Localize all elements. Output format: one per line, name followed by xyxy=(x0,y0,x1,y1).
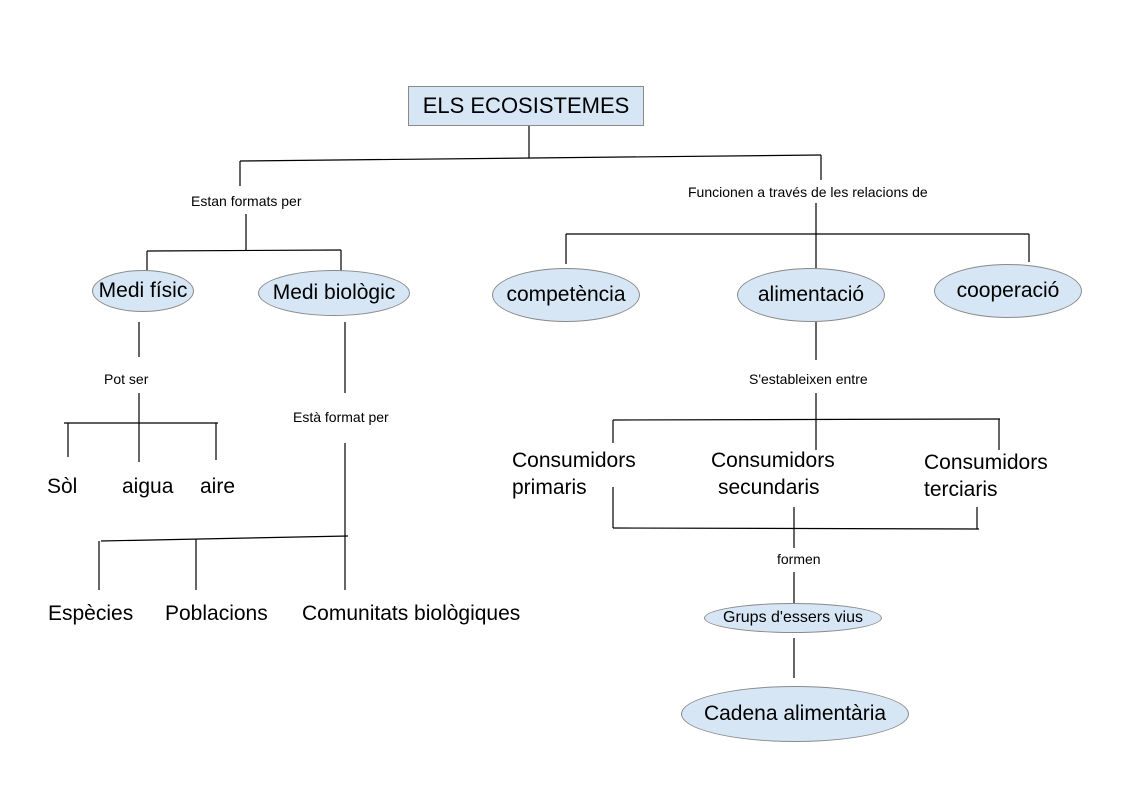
medi-biologic-node: Medi biològic xyxy=(258,270,410,316)
cooperacio-node: cooperació xyxy=(934,264,1082,318)
cadena-alimentaria-node: Cadena alimentària xyxy=(681,686,909,742)
consumidors-secundaris: Consumidors secundaris xyxy=(711,447,835,501)
consumer-line-2: terciaris xyxy=(924,478,998,501)
competencia-node: competència xyxy=(492,268,640,322)
connector-line xyxy=(612,527,980,530)
consumidors-primaris: Consumidors primaris xyxy=(512,447,636,501)
root-node: ELS ECOSISTEMES xyxy=(408,86,644,126)
consumer-line-1: Consumidors xyxy=(711,449,835,472)
connector-label-esta-format: Està format per xyxy=(291,409,391,425)
connector-label-funcionen: Funcionen a través de les relacions de xyxy=(686,184,930,200)
connector-line xyxy=(146,249,342,252)
connector-label-pot-ser: Pot ser xyxy=(102,371,151,387)
consumer-line-1: Consumidors xyxy=(512,449,636,472)
grups-essers-vius-node: Grups d'essers vius xyxy=(704,603,882,633)
leaf-poblacions: Poblacions xyxy=(165,602,268,625)
consumer-line-2: secundaris xyxy=(718,476,820,499)
connector-line xyxy=(100,535,349,542)
consumer-line-1: Consumidors xyxy=(924,451,1048,474)
leaf-comunitats: Comunitats biològiques xyxy=(302,602,521,625)
leaf-aigua: aigua xyxy=(122,475,174,498)
connector-line xyxy=(612,418,1001,421)
alimentacio-node: alimentació xyxy=(737,268,885,322)
consumidors-terciaris: Consumidors terciaris xyxy=(924,449,1048,503)
consumer-line-2: primaris xyxy=(512,476,587,499)
leaf-especies: Espècies xyxy=(48,602,134,625)
connector-label-formen: formen xyxy=(775,551,823,567)
connector-line xyxy=(239,154,822,162)
connector-label-estan-formats: Estan formats per xyxy=(189,193,304,209)
connector-label-estableixen: S'estableixen entre xyxy=(747,371,870,387)
leaf-aire: aire xyxy=(200,475,236,498)
leaf-sol: Sòl xyxy=(47,475,78,498)
medi-fisic-node: Medi físic xyxy=(92,270,194,312)
